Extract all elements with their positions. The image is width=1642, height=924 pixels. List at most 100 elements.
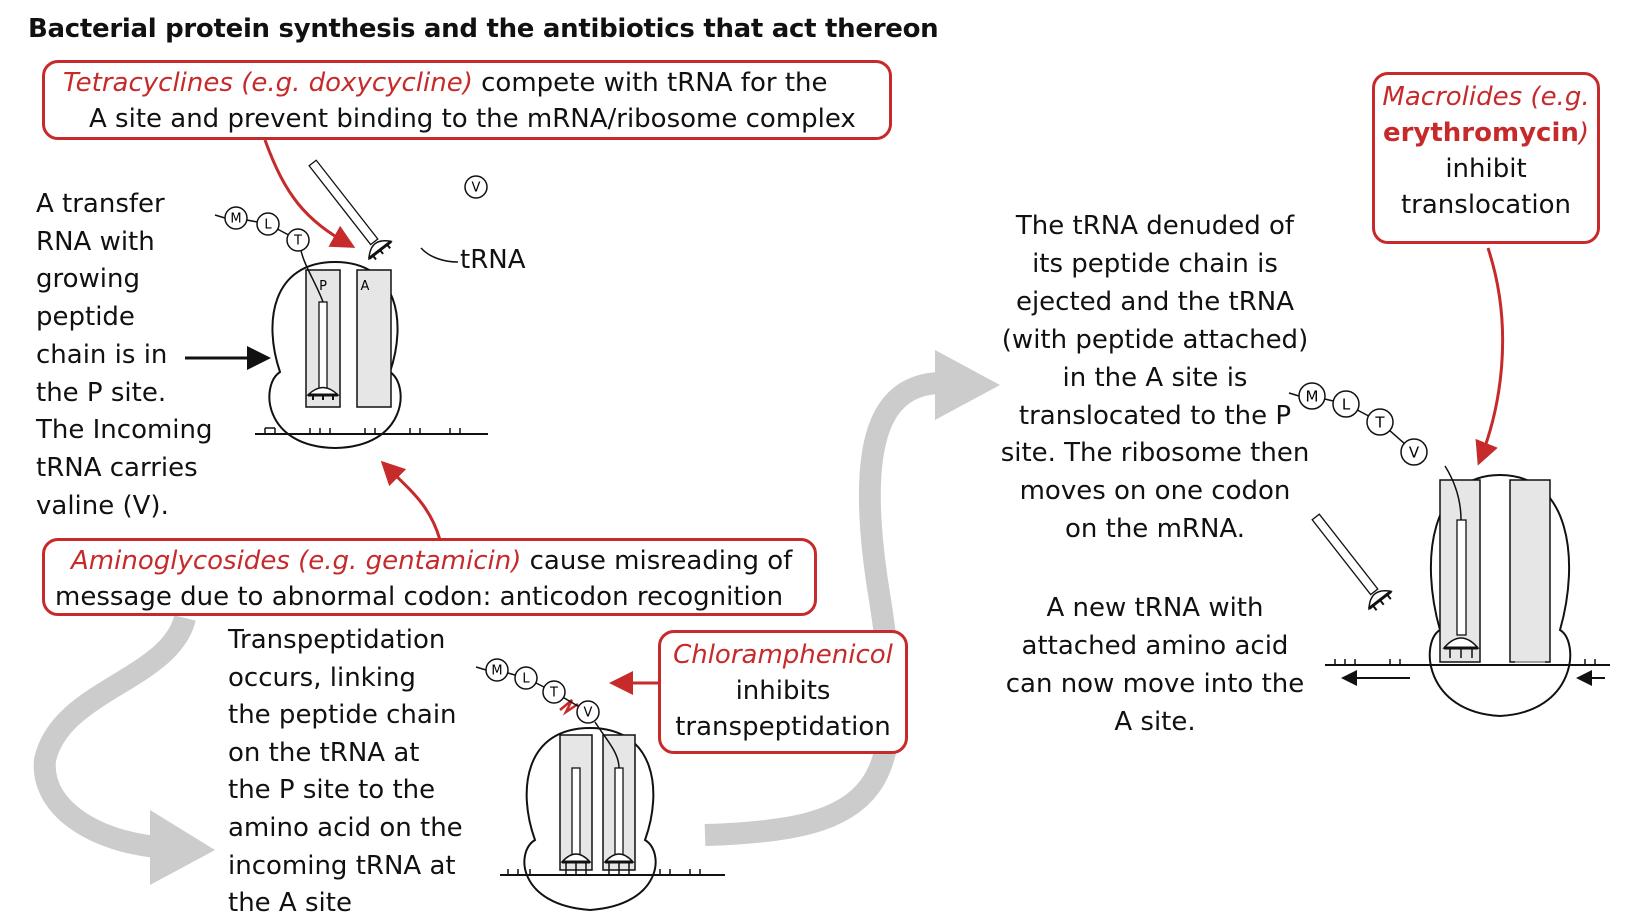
ejected-trna (1311, 513, 1393, 611)
flow-arrow-to-translocation (704, 350, 1000, 846)
amino-acid-circle (485, 658, 509, 682)
amino-acid-circle (576, 700, 600, 724)
a-site-1 (356, 269, 392, 408)
chain-1: M L T (214, 206, 310, 252)
amino-acid-circle (224, 206, 248, 230)
transpeptidation-description: Transpeptidation occurs, linking the pep… (228, 622, 463, 923)
ribosome-3 (1311, 465, 1610, 718)
macrolides-line1: Macrolides (e.g. (1382, 82, 1590, 112)
amino-acid-label: T (293, 234, 302, 249)
new-trna-line: A new tRNA with (1046, 593, 1264, 623)
amino-acid-label: M (491, 664, 502, 679)
amino-acid-circle (256, 212, 280, 236)
amino-acid-label: M (230, 212, 241, 227)
tetracyclines-example: doxycycline) (308, 68, 473, 98)
transpeptidation-zigzag-icon (559, 699, 579, 716)
macrolides-paren: ) (1578, 118, 1590, 148)
translocation-line: on the mRNA. (1064, 514, 1246, 545)
chloramphenicol-line3: transpeptidation (675, 712, 891, 742)
aminoglycoside-arrow (380, 460, 442, 541)
transpeptidation-line: on the tRNA at (228, 737, 420, 768)
p-site-description-line: the P site. (36, 377, 167, 408)
tetracyclines-line2: A site and prevent binding to the mRNA/r… (89, 104, 856, 134)
amino-acid-label: T (549, 686, 558, 701)
macrolide-arrow (1475, 247, 1505, 466)
chain-1-incoming: V (464, 175, 488, 199)
transpeptidation-line: the A site (228, 888, 352, 919)
transpeptidation-line: incoming tRNA at (228, 850, 456, 881)
new-trna-description: A new tRNA with attached amino acid can … (990, 590, 1320, 742)
aminoglycosides-callout: Aminoglycosides (e.g. gentamicin) cause … (42, 538, 817, 616)
translocation-description: The tRNA denuded of its peptide chain is… (990, 208, 1320, 549)
transpeptidation-line: amino acid on the (228, 812, 463, 843)
translocation-line: The tRNA denuded of (1015, 211, 1295, 241)
amino-acid-circle (1298, 382, 1326, 410)
translocation-line: moves on one codon (1019, 476, 1291, 507)
p-site-description: A transfer RNA with growing peptide chai… (36, 186, 213, 525)
transpeptidation-line: the P site to the (228, 775, 436, 806)
incoming-trna (308, 159, 393, 261)
transpeptidation-line: Transpeptidation (228, 625, 446, 655)
amino-acid-circle (286, 228, 310, 252)
amino-acid-label: V (472, 181, 481, 196)
p-site-description-line: RNA with (36, 226, 155, 257)
translocation-line: (with peptide attached) (1001, 324, 1309, 355)
tetracycline-arrow (263, 139, 356, 248)
aminoglycosides-line1: cause misreading of (521, 546, 793, 576)
macrolides-line3: inhibit (1445, 154, 1527, 184)
amino-acid-circle (1400, 438, 1428, 466)
macrolides-example: erythromycin (1382, 118, 1579, 148)
a-site-label: A (361, 279, 370, 294)
flow-arrow-to-transpeptidation (33, 614, 215, 885)
amino-acid-circle (1332, 390, 1360, 418)
aminoglycosides-drug: Aminoglycosides (e.g. (71, 546, 358, 576)
ribosome-2 (500, 699, 725, 912)
amino-acid-circle (514, 666, 538, 690)
p-site-description-line: A transfer (36, 189, 165, 219)
p-site-description-line: chain is in (36, 339, 168, 370)
p-site-description-line: peptide (36, 302, 135, 333)
macrolides-line4: translocation (1400, 190, 1571, 220)
p-site-description-line: The Incoming (36, 415, 213, 446)
peptide-chains: M L T V M L T V M L T V (214, 175, 1428, 724)
tetracyclines-callout: Tetracyclines (e.g. doxycycline) compete… (42, 60, 892, 140)
amino-acid-label: M (1306, 387, 1319, 405)
translocation-line: its peptide chain is (1032, 248, 1278, 279)
transpeptidation-line: the peptide chain (228, 700, 457, 731)
chain-3: M L T V (1288, 382, 1428, 466)
amino-acid-label: L (264, 218, 272, 233)
chloramphenicol-callout: Chloramphenicol inhibits transpeptidatio… (658, 630, 908, 754)
p-site-description-line: tRNA carries (36, 452, 198, 483)
amino-acid-circle (1366, 408, 1394, 436)
macrolides-callout: Macrolides (e.g. erythromycin) inhibit t… (1372, 72, 1600, 244)
amino-acid-label: V (1409, 443, 1420, 461)
p-site-label: P (319, 279, 327, 294)
ribosome-1: P A (185, 159, 488, 450)
aminoglycosides-line2: message due to abnormal codon: anticodon… (55, 582, 784, 612)
new-trna-line: attached amino acid (1021, 630, 1289, 661)
chain-2: M L T V (475, 658, 600, 724)
tetracyclines-drug: Tetracyclines (e.g. (63, 68, 301, 98)
p-site-description-line: growing (36, 264, 140, 295)
amino-acid-label: L (1342, 395, 1351, 413)
chloramphenicol-line2: inhibits (735, 676, 831, 706)
aminoglycosides-example: gentamicin) (365, 546, 522, 576)
translocation-line: translocated to the P (1018, 400, 1292, 431)
trna-label: tRNA (460, 245, 526, 275)
amino-acid-label: T (1374, 413, 1385, 431)
translocation-line: site. The ribosome then (1000, 438, 1310, 469)
tetracyclines-line1: compete with tRNA for the (472, 68, 828, 98)
amino-acid-circle (464, 175, 488, 199)
new-trna-line: A site. (1114, 706, 1196, 737)
diagram-title: Bacterial protein synthesis and the anti… (28, 14, 939, 44)
transpeptidation-line: occurs, linking (228, 662, 416, 693)
new-trna-line: can now move into the (1005, 668, 1305, 699)
translocation-line: ejected and the tRNA (1015, 286, 1295, 317)
amino-acid-circle (542, 680, 566, 704)
translocation-line: in the A site is (1062, 362, 1248, 393)
chloramphenicol-line1: Chloramphenicol (673, 640, 893, 670)
p-site-description-line: valine (V). (36, 490, 169, 521)
amino-acid-label: V (584, 706, 593, 721)
amino-acid-label: L (522, 672, 530, 687)
